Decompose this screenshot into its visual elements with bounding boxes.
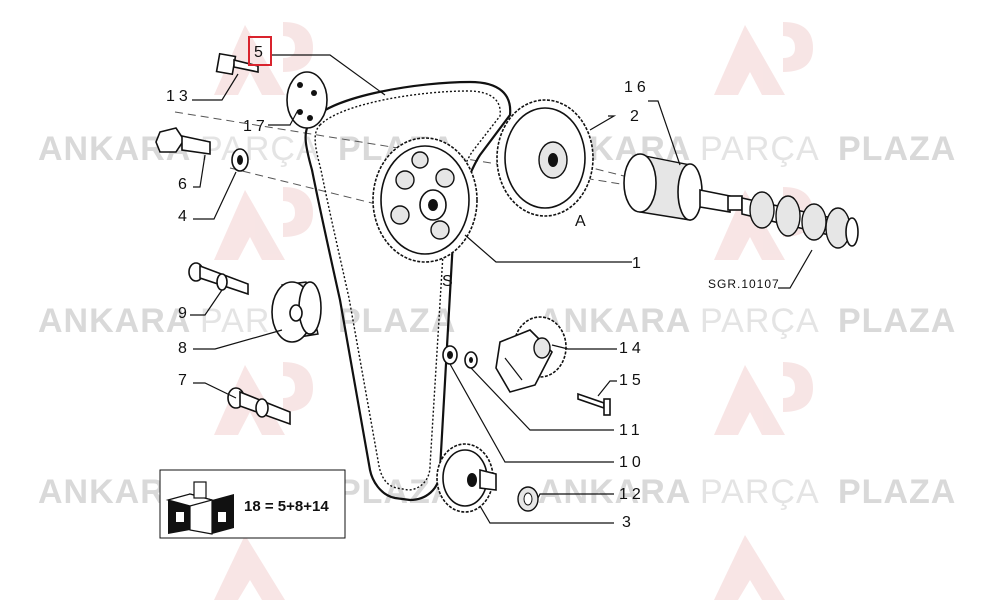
callout-7: 7 — [178, 372, 191, 389]
watermark-logo — [214, 535, 785, 600]
callout-6: 6 — [178, 176, 191, 193]
callouts: 5 13 17 6 4 9 8 7 16 2 1 14 15 11 10 12 … — [166, 36, 780, 531]
watermark-word-ankara: ANKARA — [38, 302, 191, 340]
tensioner-14 — [495, 316, 567, 393]
watermark-word-parca: PARÇA — [700, 302, 820, 340]
watermark-word-parca: PARÇA — [200, 130, 320, 168]
watermark-logo — [714, 362, 813, 435]
injection-pump-16 — [623, 153, 743, 221]
kit-box-icon — [165, 481, 234, 535]
watermark-word-plaza: PLAZA — [838, 130, 956, 168]
camshaft — [741, 191, 859, 249]
bolt-13 — [215, 52, 259, 76]
callout-1: 1 — [632, 255, 645, 272]
callout-14: 14 — [619, 340, 645, 357]
stud-15 — [577, 392, 611, 416]
watermark-word-parca: PARÇA — [700, 473, 820, 511]
callout-4: 4 — [178, 208, 191, 225]
leader-lines — [190, 54, 813, 524]
callout-5: 5 — [254, 44, 267, 61]
kit-formula: 18 = 5+8+14 — [244, 498, 329, 515]
reference-code: SGR.10107 — [708, 277, 780, 291]
bolt-6 — [155, 127, 211, 155]
callout-15: 15 — [619, 372, 645, 389]
callout-17: 17 — [243, 118, 269, 135]
watermark-word-plaza: PLAZA — [838, 473, 956, 511]
watermark-word-parca: PARÇA — [700, 130, 820, 168]
callout-12: 12 — [619, 486, 645, 503]
watermark-word-plaza: PLAZA — [338, 473, 456, 511]
highlight-box — [248, 36, 272, 66]
letter-s: S — [442, 273, 457, 290]
bolt-9 — [188, 262, 249, 296]
washer-11 — [464, 351, 478, 369]
watermark-layer: ANKARA PARÇA PLAZA ANKARA PARÇA PLAZA AN… — [38, 22, 956, 600]
pump-pulley-1 — [372, 137, 478, 263]
idler-pulley-8 — [271, 281, 322, 343]
camshaft-pulley-2 — [496, 99, 594, 217]
callout-10: 10 — [619, 454, 645, 471]
watermark-word-ankara: ANKARA — [538, 302, 691, 340]
washer-4 — [231, 148, 249, 172]
crankshaft-pulley-3 — [436, 443, 497, 513]
seal-12 — [517, 486, 539, 512]
callout-2: 2 — [630, 108, 643, 125]
watermark-word-plaza: PLAZA — [338, 302, 456, 340]
letter-a: A — [575, 213, 590, 230]
watermark-row-2: ANKARA PARÇA PLAZA ANKARA PARÇA PLAZA — [38, 302, 956, 340]
callout-11: 11 — [619, 422, 644, 439]
callout-16: 16 — [624, 79, 650, 96]
watermark-word-plaza: PLAZA — [838, 302, 956, 340]
plate-17 — [286, 71, 328, 129]
watermark-logo — [214, 187, 313, 260]
callout-9: 9 — [178, 305, 191, 322]
callout-8: 8 — [178, 340, 191, 357]
watermark-word-ankara: ANKARA — [538, 473, 691, 511]
callout-3: 3 — [622, 514, 635, 531]
nut-10 — [442, 345, 458, 365]
callout-13: 13 — [166, 88, 192, 105]
timing-belt — [304, 80, 512, 502]
watermark-logo — [714, 22, 813, 95]
kit-legend: 18 = 5+8+14 — [159, 469, 346, 539]
